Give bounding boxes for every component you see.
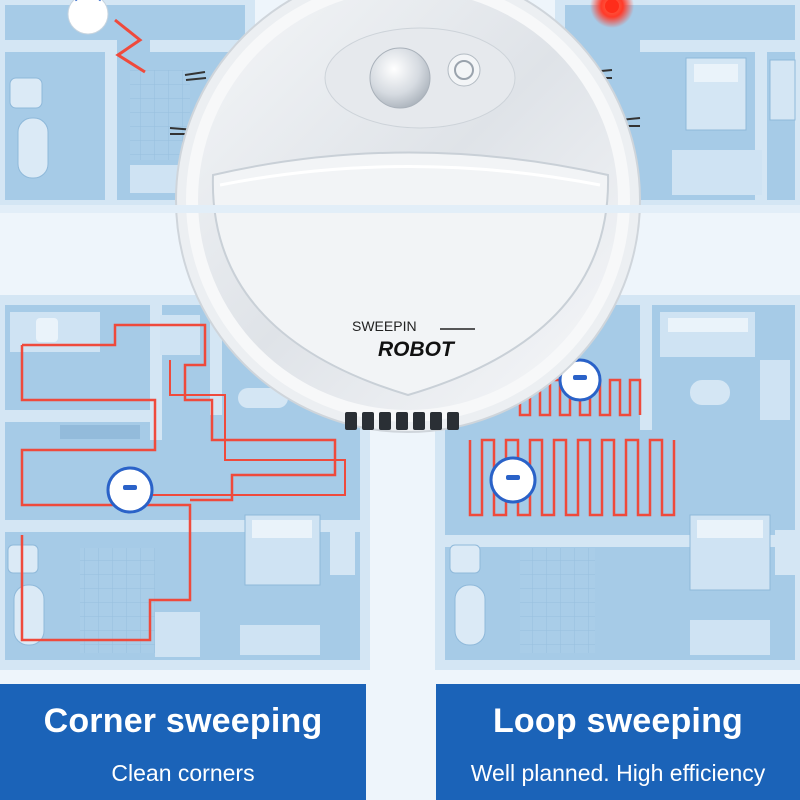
corner-sweeping-subtitle: Clean corners [111,760,255,786]
dial-knob [369,47,431,109]
brand-bottom-text: ROBOT [378,338,456,361]
loop-sweeping-title: Loop sweeping [492,702,744,740]
loop-sweeping-subtitle: Well planned. High efficiency [470,760,766,786]
corner-sweeping-title: Corner sweeping [43,702,323,740]
corner-sweeping-path [20,345,192,642]
brand-top-text: SWEEPIN [352,318,417,334]
red-beacon-icon [590,0,634,28]
loop-sweeping-panel: Loop sweeping Well planned. High efficie… [436,684,800,800]
power-button-icon [447,53,481,87]
bottom-left-rooms [0,295,370,670]
corner-sweeping-panel: Corner sweeping Clean corners [0,684,366,800]
robot-vacuum: SWEEPIN ROBOT [169,0,641,433]
